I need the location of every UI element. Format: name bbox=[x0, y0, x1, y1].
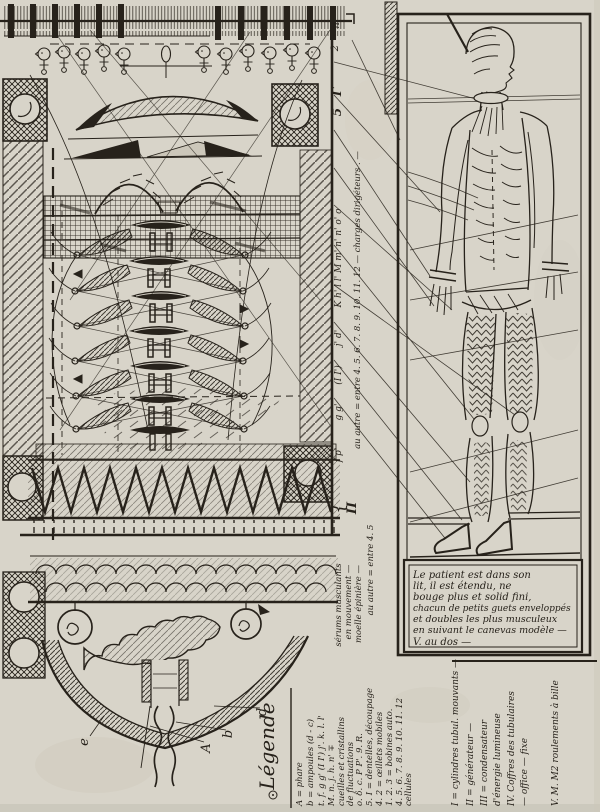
bowl-letter-labels: e A b d bbox=[77, 708, 270, 754]
top-coil-row bbox=[0, 4, 355, 45]
zigzag-band bbox=[20, 443, 340, 537]
bowl-leader-lines bbox=[89, 705, 261, 743]
frame-label: n' bbox=[331, 19, 342, 28]
legend-entry: 4. 5. 6. 7. 8. 9. 10. 11. 12 bbox=[395, 698, 405, 807]
legend-entry: 4. 2 = œillets mobiles bbox=[375, 711, 385, 807]
scalloped-crescent bbox=[83, 615, 221, 671]
frame-pair-label: g g' bbox=[334, 404, 344, 421]
caption-line: bouge plus et solid fini, bbox=[413, 592, 531, 603]
sawtooth-line bbox=[30, 463, 333, 517]
neck-collar bbox=[473, 91, 509, 105]
caption-line: lit, il est étendu, ne bbox=[413, 581, 512, 592]
patient-figure bbox=[408, 13, 581, 558]
muscle-note-line: moelle épinière — bbox=[353, 564, 364, 643]
legend-entry: d'énergie lumineuse bbox=[492, 713, 503, 806]
left-calf bbox=[465, 435, 494, 523]
bowl-label-d: d bbox=[255, 708, 270, 716]
legend-entry: II = générateur — bbox=[465, 723, 476, 807]
muscle-note-line: au autre = entre 4. 5 bbox=[366, 525, 376, 616]
legend-title: Légende bbox=[255, 702, 279, 790]
left-wrist-band bbox=[428, 269, 457, 282]
torso-outline bbox=[463, 117, 531, 293]
frame-pair-label: j' d' bbox=[334, 330, 344, 348]
neck-rays bbox=[471, 104, 504, 137]
circle-dot-mark bbox=[268, 790, 278, 800]
rope-band bbox=[28, 555, 338, 604]
muscle-note-line: en mouvement — bbox=[344, 564, 354, 639]
corner-roller-top-left bbox=[2, 78, 48, 142]
machine-annotations: n' 2 Γ 5 K h' l l' M m' n' n' o' o j' d'… bbox=[328, 19, 376, 646]
caption-line: Le patient est dans son bbox=[412, 570, 531, 581]
figure-head bbox=[465, 26, 515, 68]
muscle-note-line: sérums musculants bbox=[333, 563, 344, 647]
legend-block: Légende A = phare b = ampoules (d - c) t… bbox=[255, 659, 561, 808]
legend-entry: t. f. g g' (I I') j'. k. l. l' bbox=[316, 715, 327, 806]
panel-outer-frame bbox=[396, 12, 592, 657]
caption-line: V. au dos — bbox=[413, 637, 471, 648]
bowl-label-b: b bbox=[221, 730, 236, 738]
legend-entry: 1. 2. 3 = bobines auto. bbox=[385, 709, 395, 806]
legend-entry: IV. Coffres des tubulaires bbox=[507, 691, 517, 807]
caption-line: en suivant le canevas modèle — bbox=[413, 625, 567, 636]
frame-pair-label: f p' bbox=[334, 448, 344, 463]
right-wrist-band bbox=[541, 261, 570, 272]
corner-roller-top-right bbox=[271, 83, 319, 147]
legend-entry: A = phare bbox=[295, 762, 305, 807]
ground-line bbox=[409, 552, 581, 558]
head-antenna bbox=[446, 13, 469, 53]
legend-entry: cellules bbox=[404, 773, 414, 806]
left-ankle-strap bbox=[408, 517, 470, 525]
caption-box: Le patient est dans son lit, il est éten… bbox=[402, 558, 584, 654]
pelvis-sash bbox=[461, 287, 532, 311]
figure-panel: Le patient est dans son lit, il est éten… bbox=[396, 12, 597, 662]
legend-entry: M. n. j. h. n' ∓ bbox=[327, 744, 337, 807]
frame-label: 5 bbox=[330, 108, 344, 116]
legend-entry: o. δ. c. P P'. 9. R. bbox=[355, 733, 365, 806]
legend-entry: I = cylindres tubul. mouvants — bbox=[451, 659, 461, 807]
bowl-label-a: A bbox=[199, 743, 214, 753]
brace-glyph: { bbox=[328, 502, 349, 513]
collector-bowl bbox=[40, 615, 309, 800]
legend-entry: 5. I = dentelles, découpage bbox=[364, 688, 375, 806]
crescent-reflector bbox=[75, 95, 259, 131]
torso-muscle-strokes bbox=[471, 145, 523, 271]
legend-entry: cueilles et cristallins bbox=[337, 716, 347, 806]
right-hand-fingers bbox=[545, 273, 563, 300]
prism-band bbox=[63, 134, 263, 160]
flux-lens-region bbox=[45, 388, 301, 452]
left-foot bbox=[433, 522, 472, 555]
gauge-left bbox=[57, 602, 93, 645]
right-arm-outline bbox=[546, 125, 555, 265]
left-hand-fingers bbox=[429, 283, 452, 316]
bowl-label-e: e bbox=[77, 738, 92, 746]
frame-letter-column: K h' l l' M m' n' n' o' o bbox=[334, 208, 344, 309]
legend-entry: de fluctuations bbox=[346, 741, 356, 806]
legend-entry: V. M. M2 roulements à bille bbox=[550, 680, 561, 806]
vertical-sentence: au autre = entre 4. 5. 6. 7. 8. 9. 10. 1… bbox=[352, 151, 363, 449]
legend-entry: III = condensateur bbox=[480, 719, 490, 807]
legend-entry: — office — fixe bbox=[520, 738, 530, 806]
frame-label: 2 bbox=[330, 45, 341, 52]
left-knee bbox=[471, 415, 489, 437]
right-knee bbox=[511, 411, 529, 433]
right-ankle-strap bbox=[507, 511, 581, 520]
caption-line: et doubles les plus musculeux bbox=[413, 614, 558, 625]
drain-tail bbox=[140, 705, 177, 788]
section-ii-label: II bbox=[345, 501, 360, 515]
frame-label: Γ bbox=[330, 86, 344, 97]
caption-line: chacun de petits guets enveloppés bbox=[413, 603, 571, 614]
spirit-faces-row bbox=[34, 43, 321, 78]
frame-pair-label: (I I') bbox=[333, 365, 344, 385]
legend-entry: b = ampoules (d - c) bbox=[305, 719, 316, 806]
gap-hatched-bar bbox=[384, 1, 398, 115]
right-leg-outline bbox=[504, 307, 539, 421]
left-arm-outline bbox=[435, 127, 453, 273]
gauge-right bbox=[230, 602, 270, 640]
